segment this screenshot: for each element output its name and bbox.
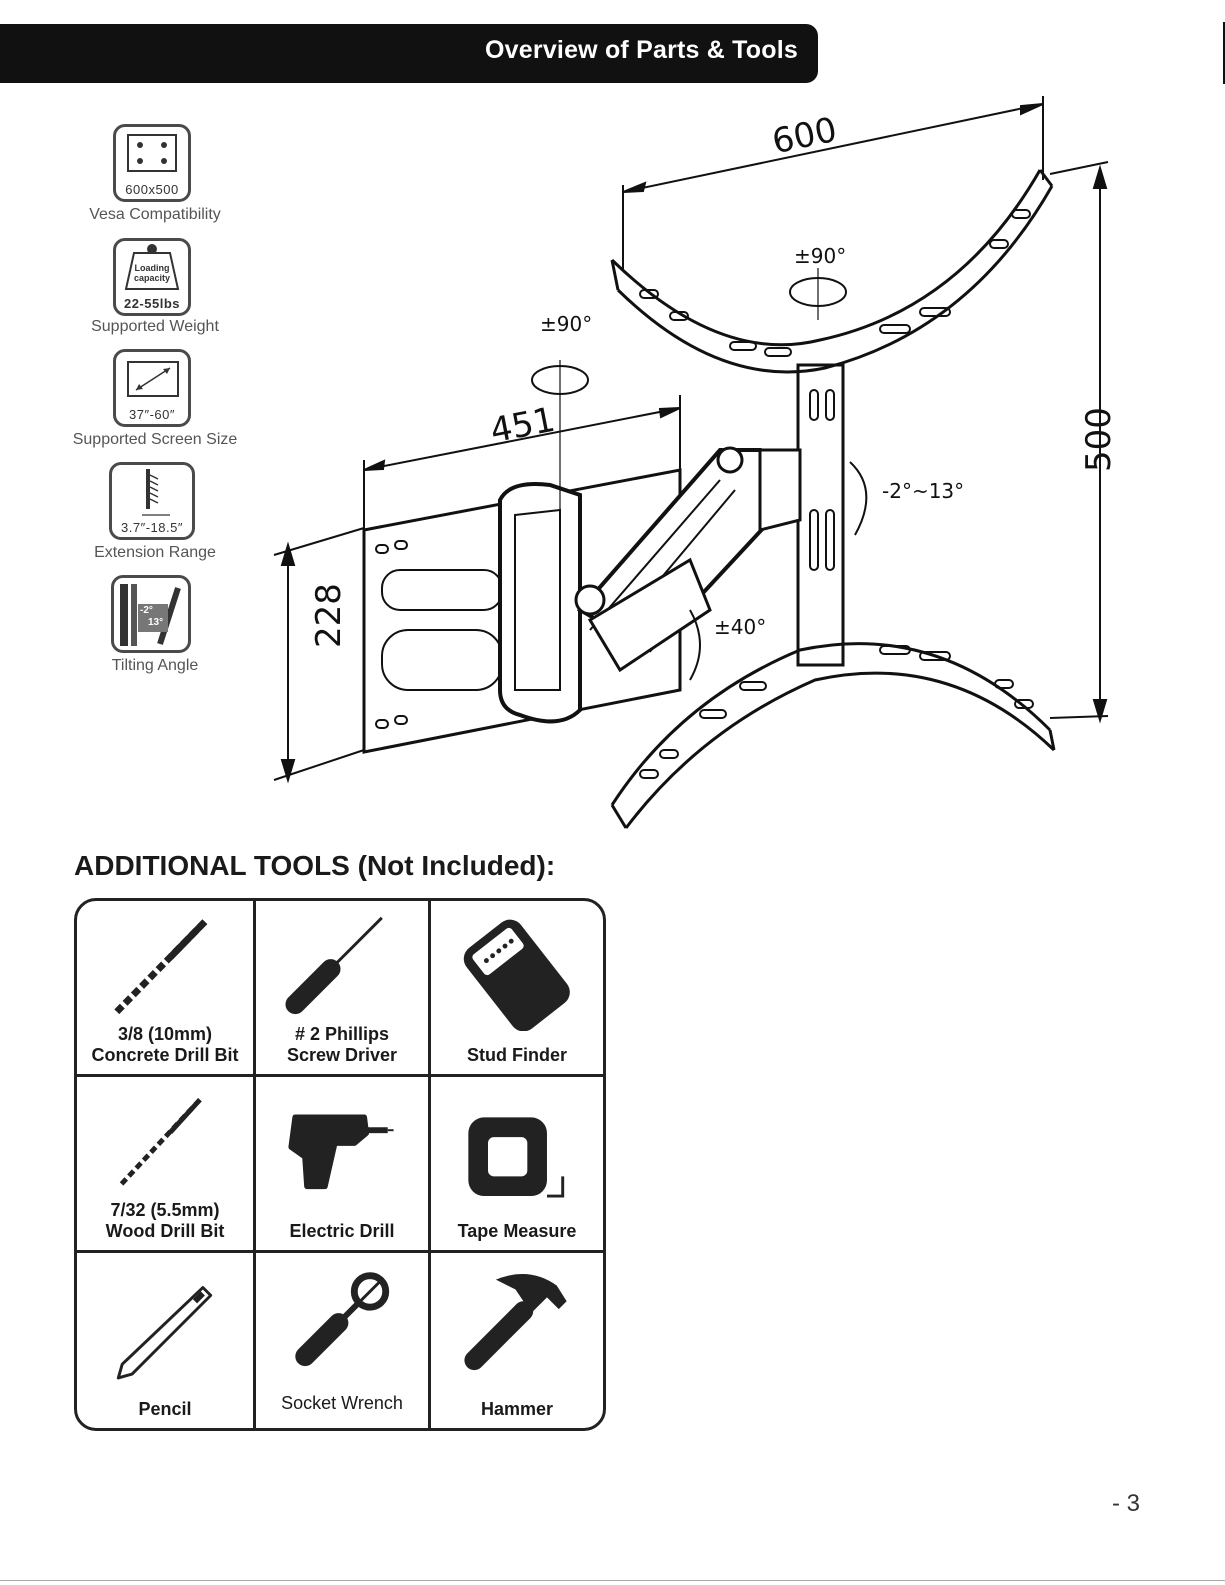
top-rail bbox=[610, 169, 1054, 374]
stud-finder-icon bbox=[463, 919, 570, 1031]
tool-label-line2: Hammer bbox=[480, 1399, 554, 1419]
tool-tape-measure: Tape Measure bbox=[431, 1077, 603, 1253]
socket-wrench-icon bbox=[295, 1272, 390, 1367]
articulating-arm bbox=[498, 446, 802, 724]
tool-pencil: Pencil bbox=[77, 1253, 256, 1428]
width-dimension bbox=[622, 96, 1044, 270]
height-dimension bbox=[1049, 161, 1109, 724]
tape-measure-icon bbox=[468, 1117, 565, 1198]
tool-label-line1: 3/8 (10mm) bbox=[117, 1024, 213, 1044]
tilt-arrow bbox=[849, 461, 868, 536]
plate-dimension bbox=[273, 527, 365, 784]
spec-label: Extension Range bbox=[94, 544, 216, 561]
header-bar: Overview of Parts & Tools bbox=[0, 24, 818, 83]
tilt-up-value: -2° bbox=[140, 605, 153, 616]
tool-label-line2: Tape Measure bbox=[457, 1221, 577, 1241]
electric-drill-icon bbox=[288, 1114, 394, 1190]
tool-label-line2: Concrete Drill Bit bbox=[91, 1045, 239, 1065]
wall-swivel-arrow bbox=[689, 609, 701, 681]
tool-label-line2: Pencil bbox=[138, 1399, 192, 1419]
tool-wood-drill-bit: 7/32 (5.5mm) Wood Drill Bit bbox=[77, 1077, 256, 1253]
arm-dimension bbox=[363, 395, 681, 530]
spec-label: Supported Weight bbox=[91, 318, 219, 335]
tool-label-line2: Wood Drill Bit bbox=[105, 1221, 225, 1241]
spec-label: Vesa Compatibility bbox=[89, 206, 221, 223]
page-edge-mark bbox=[1223, 22, 1225, 84]
footer-divider bbox=[0, 1580, 1225, 1581]
arm-swivel-label: ±90° bbox=[540, 312, 592, 336]
tool-hammer: Hammer bbox=[431, 1253, 603, 1428]
hammer-icon bbox=[464, 1274, 567, 1371]
drill-bit-icon bbox=[113, 919, 208, 1015]
wood-drill-bit-icon bbox=[119, 1098, 202, 1186]
height-value: 500 bbox=[1079, 407, 1119, 472]
extension-value: 3.7″-18.5″ bbox=[121, 520, 183, 535]
plate-value: 228 bbox=[309, 583, 349, 648]
tilt-label: -2°~13° bbox=[882, 479, 964, 503]
vesa-pattern-icon: 600x500 bbox=[113, 124, 191, 202]
tilt-icon: -2° 13° bbox=[111, 575, 191, 653]
tool-electric-drill: Electric Drill bbox=[256, 1077, 431, 1253]
screen-size-value: 37″-60″ bbox=[129, 407, 175, 422]
arm-value: 451 bbox=[487, 400, 558, 452]
tilt-down-value: 13° bbox=[148, 617, 164, 628]
width-value: 600 bbox=[769, 110, 841, 163]
top-swivel-label: ±90° bbox=[794, 244, 846, 268]
tool-concrete-drill-bit: 3/8 (10mm) Concrete Drill Bit bbox=[77, 901, 256, 1077]
spec-label: Tilting Angle bbox=[111, 657, 199, 674]
weight-icon-text: Loading capacity bbox=[134, 263, 171, 283]
extension-icon: 3.7″-18.5″ bbox=[109, 462, 195, 540]
pencil-icon bbox=[116, 1286, 213, 1380]
tools-grid: 3/8 (10mm) Concrete Drill Bit # 2 Philli… bbox=[74, 898, 606, 1431]
page-title: Overview of Parts & Tools bbox=[485, 36, 798, 64]
screen-size-icon: 37″-60″ bbox=[113, 349, 191, 427]
tool-label-line1: 7/32 (5.5mm) bbox=[110, 1200, 220, 1220]
tool-label-line2: Electric Drill bbox=[289, 1221, 395, 1241]
weight-value: 22-55lbs bbox=[123, 296, 181, 311]
screwdriver-icon bbox=[285, 916, 383, 1015]
spec-label: Supported Screen Size bbox=[72, 431, 238, 448]
vesa-value: 600x500 bbox=[125, 182, 179, 197]
weight-icon: Loading capacity 22-55lbs bbox=[113, 238, 191, 316]
tool-label-line2: Socket Wrench bbox=[281, 1393, 403, 1413]
tool-screw-driver: # 2 Phillips Screw Driver bbox=[256, 901, 431, 1077]
tool-label-line2: Screw Driver bbox=[286, 1045, 398, 1065]
wall-swivel-label: ±40° bbox=[714, 615, 766, 639]
tool-label-line2: Stud Finder bbox=[467, 1045, 567, 1065]
vertical-bracket bbox=[796, 363, 845, 667]
tool-stud-finder: Stud Finder bbox=[431, 901, 603, 1077]
mount-diagram: 600 500 451 228 ±90° ±90° -2°~13° ±40° bbox=[273, 96, 1119, 829]
tools-heading: ADDITIONAL TOOLS (Not Included): bbox=[74, 850, 556, 881]
bottom-rail bbox=[610, 642, 1056, 829]
tool-socket-wrench: Socket Wrench bbox=[256, 1253, 431, 1428]
page-number: - 3 bbox=[1112, 1490, 1141, 1517]
tool-label-line1: # 2 Phillips bbox=[294, 1024, 390, 1044]
